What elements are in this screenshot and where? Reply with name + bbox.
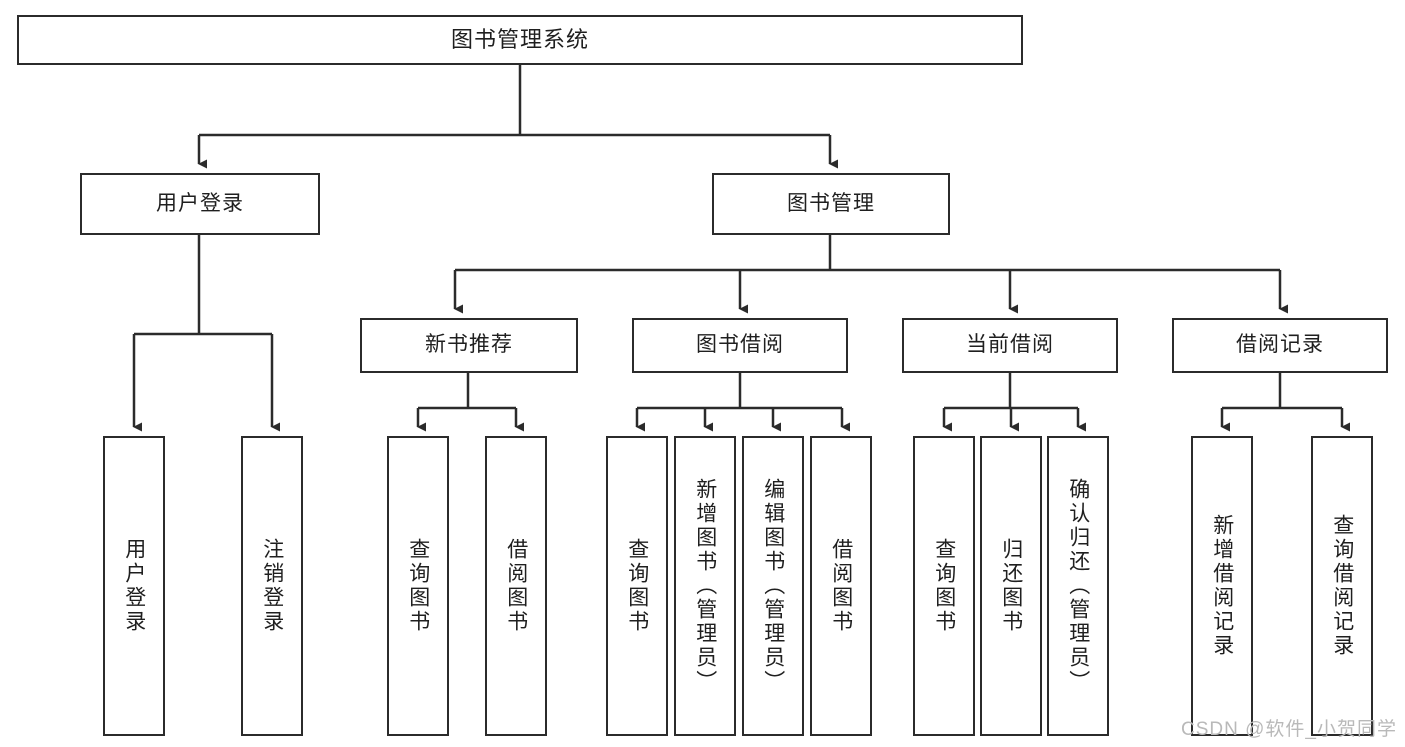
node-user-login[interactable]: 用户登录: [80, 173, 320, 235]
node-leaf-newbook-query-label: 查询图书: [406, 538, 430, 634]
node-leaf-user-logout-label: 注销登录: [260, 538, 284, 634]
node-new-book-label: 新书推荐: [425, 333, 513, 357]
node-leaf-newbook-borrow[interactable]: 借阅图书: [485, 436, 547, 736]
node-leaf-current-return[interactable]: 归还图书: [980, 436, 1042, 736]
node-leaf-borrow-query-label: 查询图书: [625, 538, 649, 634]
node-leaf-borrow-lend-label: 借阅图书: [829, 538, 853, 634]
node-borrow-record-label: 借阅记录: [1236, 333, 1324, 357]
node-root-system-label: 图书管理系统: [450, 27, 589, 53]
node-leaf-user-logout[interactable]: 注销登录: [241, 436, 303, 736]
node-borrow-record[interactable]: 借阅记录: [1172, 318, 1388, 373]
node-root-system[interactable]: 图书管理系统: [17, 15, 1023, 65]
node-leaf-user-login-label: 用户登录: [122, 538, 146, 634]
node-leaf-current-confirm-return[interactable]: 确认归还（管理员）: [1047, 436, 1109, 736]
node-leaf-borrow-add-label: 新增图书（管理员）: [693, 478, 717, 694]
node-user-login-label: 用户登录: [156, 191, 244, 215]
node-book-manage-label: 图书管理: [787, 191, 875, 215]
node-leaf-record-add-label: 新增借阅记录: [1210, 514, 1234, 658]
node-leaf-user-login[interactable]: 用户登录: [103, 436, 165, 736]
csdn-watermark: CSDN @软件_小贺同学: [1181, 719, 1397, 740]
node-current-borrow[interactable]: 当前借阅: [902, 318, 1118, 373]
node-leaf-current-confirm-return-label: 确认归还（管理员）: [1066, 478, 1090, 694]
node-leaf-current-query-label: 查询图书: [932, 538, 956, 634]
node-leaf-borrow-lend[interactable]: 借阅图书: [810, 436, 872, 736]
node-leaf-newbook-query[interactable]: 查询图书: [387, 436, 449, 736]
node-leaf-borrow-edit[interactable]: 编辑图书（管理员）: [742, 436, 804, 736]
node-book-manage[interactable]: 图书管理: [712, 173, 950, 235]
node-book-borrow-label: 图书借阅: [696, 333, 784, 357]
node-leaf-current-return-label: 归还图书: [999, 538, 1023, 634]
node-leaf-current-query[interactable]: 查询图书: [913, 436, 975, 736]
node-leaf-borrow-edit-label: 编辑图书（管理员）: [761, 478, 785, 694]
node-book-borrow[interactable]: 图书借阅: [632, 318, 848, 373]
node-leaf-newbook-borrow-label: 借阅图书: [504, 538, 528, 634]
node-leaf-record-add[interactable]: 新增借阅记录: [1191, 436, 1253, 736]
node-current-borrow-label: 当前借阅: [966, 333, 1054, 357]
node-leaf-borrow-query[interactable]: 查询图书: [606, 436, 668, 736]
node-new-book[interactable]: 新书推荐: [360, 318, 578, 373]
node-leaf-borrow-add[interactable]: 新增图书（管理员）: [674, 436, 736, 736]
node-leaf-record-query-label: 查询借阅记录: [1330, 514, 1354, 658]
node-leaf-record-query[interactable]: 查询借阅记录: [1311, 436, 1373, 736]
